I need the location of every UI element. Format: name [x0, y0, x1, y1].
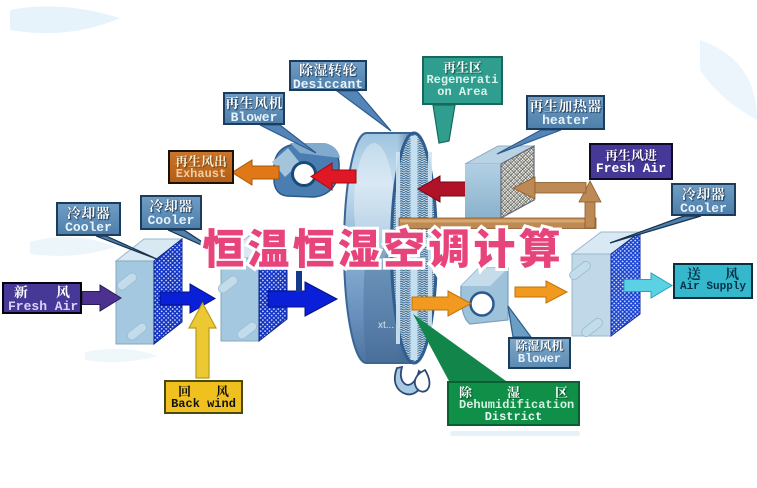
svg-text:xt...: xt... — [378, 320, 394, 331]
